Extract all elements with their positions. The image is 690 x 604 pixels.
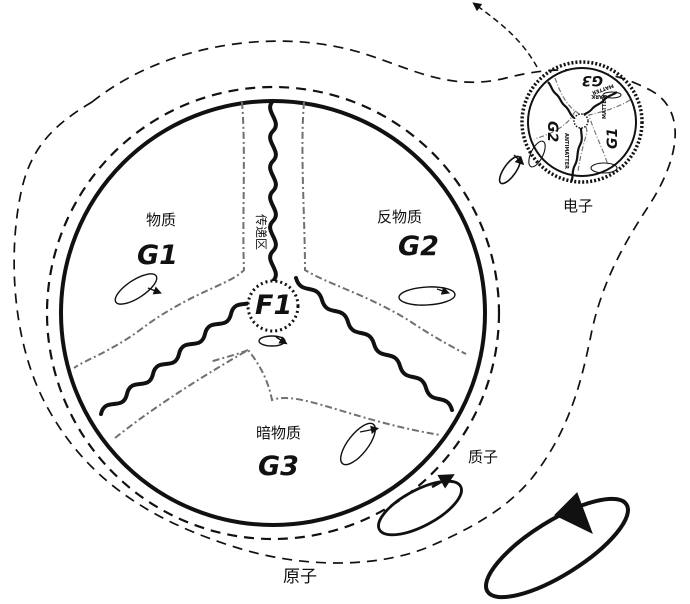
- transfer-zone-lines: [73, 101, 467, 439]
- mini-spin-left: [528, 140, 546, 168]
- gluon-top: [268, 99, 278, 283]
- g3-label: G3: [258, 451, 299, 482]
- mini-spin-right: [590, 162, 618, 174]
- external-spins: [377, 154, 630, 600]
- gluon-right: [294, 276, 454, 412]
- electron-spin: [498, 155, 522, 185]
- atom-spin-arrowhead: [554, 492, 593, 534]
- electron-path-arrow: [472, 2, 538, 68]
- f1-label: F1: [255, 290, 292, 321]
- transfer-zone-label: 传递区: [254, 214, 269, 250]
- mini-antimatter-label: ANTIMATTER: [563, 133, 569, 169]
- spin-g1: [114, 273, 158, 305]
- dark-matter-label: 暗物质: [256, 424, 301, 442]
- mini-g2-label: G2: [544, 121, 560, 142]
- atom-spin: [484, 496, 630, 600]
- mini-dark-label: DARK: [590, 93, 607, 99]
- gluon-left: [99, 292, 259, 416]
- g2-label: G2: [398, 231, 439, 262]
- atom-outer-boundary: [13, 40, 677, 564]
- matter-label: 物质: [146, 211, 176, 229]
- f1-core: [246, 279, 300, 333]
- spin-arrows: [114, 273, 456, 466]
- mini-g3-label: G3: [582, 72, 603, 88]
- spin-g2: [398, 286, 456, 306]
- antimatter-label: 反物质: [377, 208, 422, 226]
- electron-outer-dots: [520, 60, 644, 184]
- electron-core: [573, 113, 589, 129]
- gluon-lines: [99, 99, 454, 416]
- mini-g1-label: G1: [605, 128, 621, 149]
- proton-spin: [377, 479, 463, 537]
- g1-label: G1: [137, 240, 178, 271]
- proton-label: 质子: [468, 448, 498, 466]
- spin-g3: [340, 422, 376, 466]
- electron-mini-diagram: G3 G2 G1 MATTER ANTIMATTER DARK MATTER: [520, 60, 644, 184]
- mini-matter-label: MATTER: [602, 96, 608, 119]
- atom-label: 原子: [283, 567, 317, 587]
- electron-label: 电子: [563, 197, 593, 215]
- mini-spin-top: [602, 91, 622, 99]
- proton-dashed-ring: [45, 85, 501, 541]
